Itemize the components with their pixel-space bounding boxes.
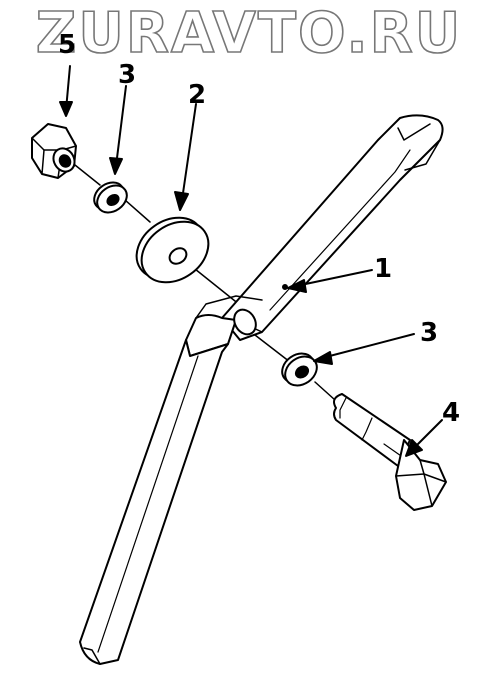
- callout-label-5: 5: [58, 30, 77, 60]
- leader-line-4: [405, 419, 443, 457]
- bolt: [333, 393, 447, 511]
- leader-line-5: [59, 65, 73, 117]
- watermark: ZURAVTO.RU: [35, 1, 463, 66]
- callout-label-1: 1: [374, 254, 393, 284]
- callout-label-2: 2: [188, 80, 207, 110]
- nut: [31, 123, 77, 179]
- leader-line-3-lower: [313, 333, 415, 365]
- bracket-arm: [79, 114, 444, 665]
- leader-line-1: [287, 269, 373, 293]
- leader-line-3-upper: [109, 85, 127, 175]
- callout-label-4: 4: [442, 398, 461, 428]
- lock-washer-lower: [281, 352, 318, 387]
- callout-label-3-upper: 3: [118, 60, 137, 90]
- large-washer: [135, 216, 210, 284]
- leader-line-2: [174, 103, 197, 211]
- assembly-axis-line: [74, 164, 336, 401]
- lock-washer-upper: [93, 181, 128, 214]
- callout-label-3-lower: 3: [420, 318, 439, 348]
